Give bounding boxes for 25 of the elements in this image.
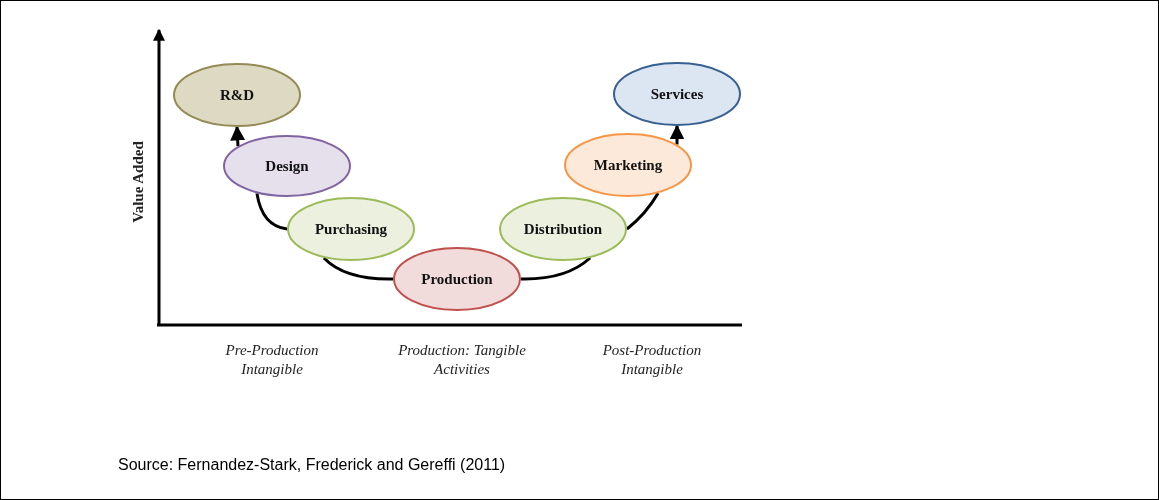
stage-label: Production — [421, 270, 493, 288]
curve-connector — [322, 256, 393, 281]
stage-label: Design — [265, 157, 309, 175]
stage-label: Purchasing — [314, 220, 388, 238]
curve-connector — [626, 192, 660, 231]
stage-label: Marketing — [593, 156, 663, 174]
stage-ellipse — [499, 197, 627, 261]
stage-ellipse — [287, 197, 415, 261]
axis-category-label: Post-Production Intangible — [601, 341, 703, 379]
stage-ellipse — [564, 133, 692, 197]
stage-label: Services — [650, 85, 704, 103]
stage-ellipse — [173, 63, 301, 127]
stage-ellipse — [393, 247, 521, 311]
source-note: Source: Fernandez-Stark, Frederick and Gereffi (2011) — [118, 455, 506, 474]
arrow — [230, 125, 246, 147]
curve-connector — [255, 193, 288, 231]
stage-ellipse — [613, 62, 741, 126]
stage-ellipse — [223, 135, 351, 197]
stage-label: Distribution — [523, 220, 603, 238]
stage-label: R&D — [219, 86, 255, 104]
curve-connector — [521, 256, 591, 281]
axis-title: Value Added — [128, 141, 147, 223]
axis-category-label: Pre-Production Intangible — [224, 341, 320, 379]
arrow — [669, 124, 685, 145]
axis-category-label: Production: Tangible Activities — [397, 341, 527, 379]
